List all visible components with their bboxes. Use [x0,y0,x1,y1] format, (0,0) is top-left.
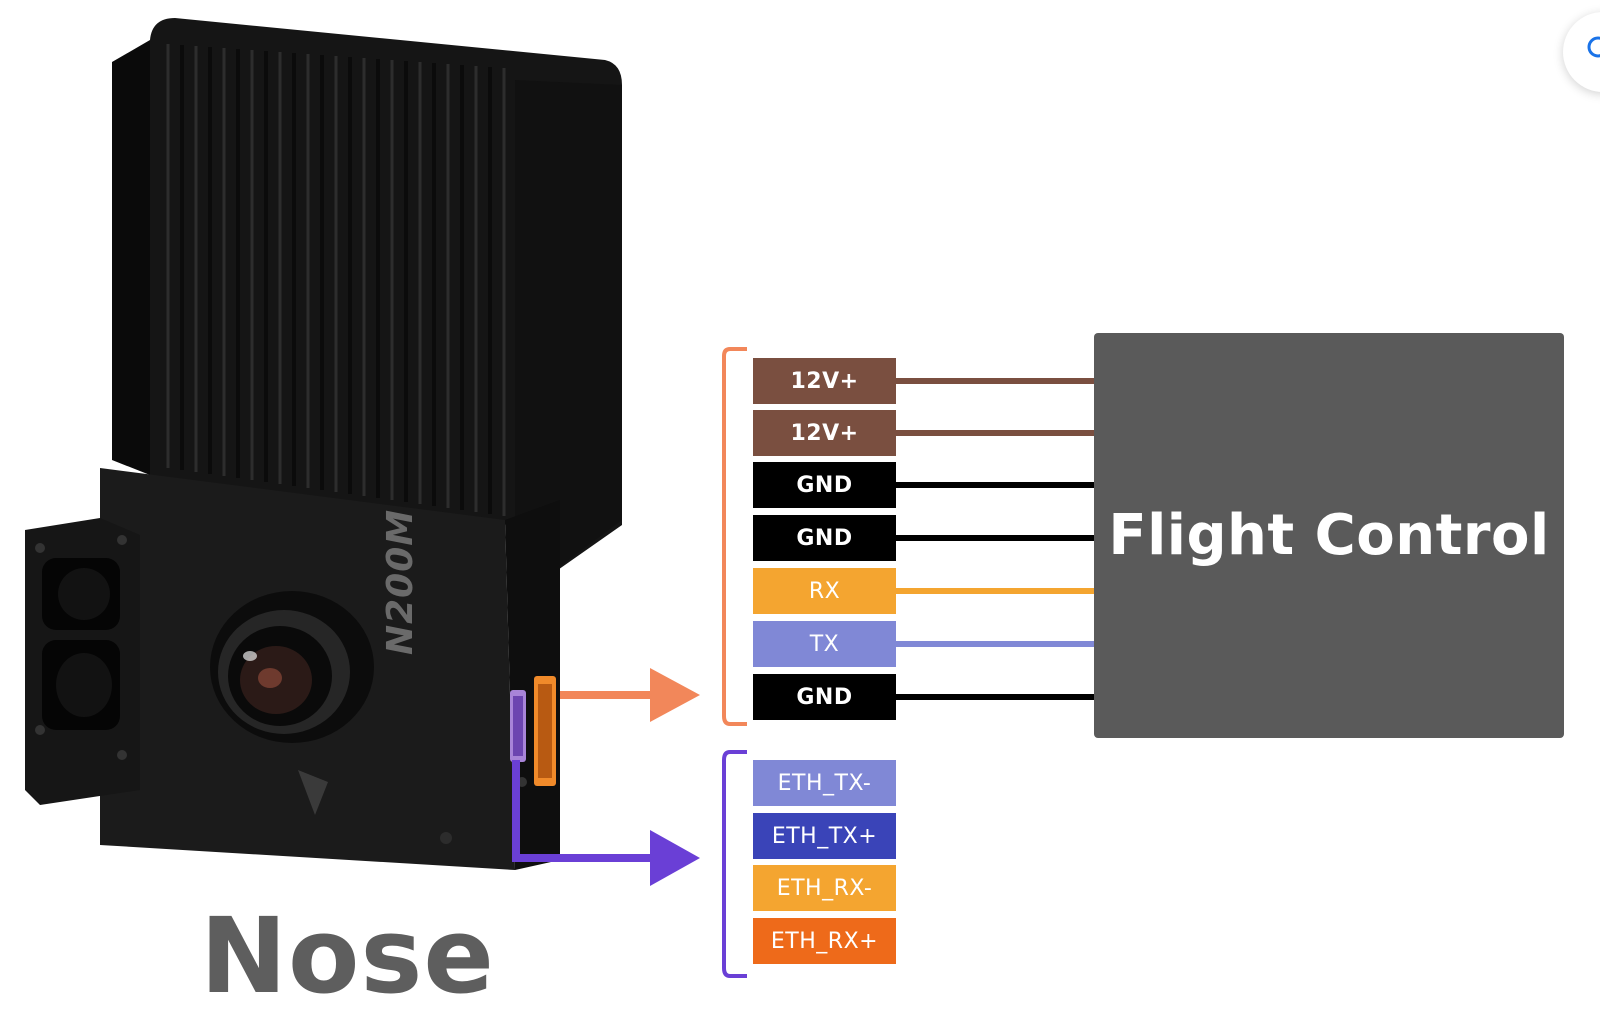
device-model-label: N200M [380,508,421,655]
pin-gnd-3: GND [753,674,896,720]
pin-12v-1: 12V+ [753,358,896,404]
uart-bracket [722,347,747,726]
flight-control-box: Flight Control [1094,333,1564,738]
pin-eth-rx-minus: ETH_RX- [753,865,896,911]
search-icon [1587,36,1600,58]
pin-rx: RX [753,568,896,614]
ethernet-arrow [512,760,700,886]
wires [896,378,1094,700]
pin-eth-rx-plus: ETH_RX+ [753,918,896,964]
pin-gnd-2: GND [753,515,896,561]
pin-eth-tx-minus: ETH_TX- [753,760,896,806]
uart-arrow [560,668,700,722]
device-module [25,18,622,870]
flight-control-label: Flight Control [1108,503,1550,568]
ethernet-bracket [722,750,747,978]
pin-12v-2: 12V+ [753,410,896,456]
pin-eth-tx-plus: ETH_TX+ [753,813,896,859]
pin-gnd-1: GND [753,462,896,508]
pin-tx: TX [753,621,896,667]
nose-label: Nose [200,895,495,1017]
